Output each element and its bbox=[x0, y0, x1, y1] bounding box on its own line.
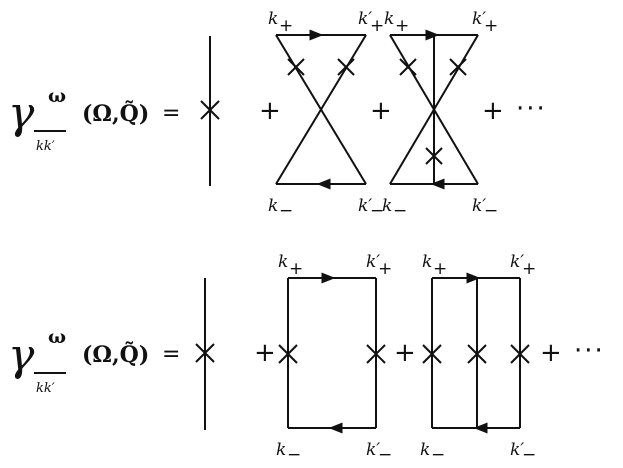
ladder-diagram-2 bbox=[422, 272, 530, 434]
label-k-minus-2: k bbox=[382, 196, 392, 216]
label-kprime-minus-2: k′ bbox=[510, 440, 524, 460]
label-k-plus-2: k bbox=[422, 252, 432, 272]
omega-superscript: ω bbox=[48, 326, 66, 348]
plus-sign-1: + bbox=[254, 338, 276, 368]
gamma-symbol: γ bbox=[8, 330, 35, 381]
svg-text:−: − bbox=[378, 445, 392, 465]
svg-text:+: + bbox=[522, 259, 536, 279]
lhs-arguments: (Ω,Q̃) bbox=[82, 342, 149, 368]
svg-text:+: + bbox=[378, 259, 392, 279]
label-k-plus: k bbox=[268, 9, 278, 29]
label-k-minus: k bbox=[276, 440, 286, 460]
bare-vertex-term bbox=[195, 278, 215, 430]
plus-sign-1: + bbox=[259, 96, 281, 126]
label-k-minus-2: k bbox=[420, 440, 430, 460]
plus-sign-3: + bbox=[540, 338, 562, 368]
plus-sign-2: + bbox=[394, 338, 416, 368]
label-k-plus-2: k bbox=[384, 9, 394, 29]
kk-subscript: kk′ bbox=[36, 139, 55, 154]
svg-text:−: − bbox=[279, 201, 293, 221]
svg-text:−: − bbox=[287, 445, 301, 465]
bowtie-diagram-1 bbox=[275, 29, 367, 190]
label-k-plus: k bbox=[278, 252, 288, 272]
equation-1: γ ω kk′ (Ω,Q̃) = + k + k′ + k bbox=[8, 9, 547, 221]
label-kprime-minus-2: k′ bbox=[472, 196, 486, 216]
equals-sign: = bbox=[162, 101, 180, 126]
svg-text:+: + bbox=[279, 16, 293, 36]
label-kprime-plus-2: k′ bbox=[510, 252, 524, 272]
svg-text:−: − bbox=[370, 201, 384, 221]
bowtie-diagram-2 bbox=[389, 29, 479, 190]
svg-text:+: + bbox=[289, 259, 303, 279]
gamma-symbol: γ bbox=[8, 88, 35, 139]
svg-text:+: + bbox=[395, 16, 409, 36]
label-kprime-plus: k′ bbox=[358, 9, 372, 29]
svg-text:+: + bbox=[484, 16, 498, 36]
kk-subscript: kk′ bbox=[36, 381, 55, 396]
label-kprime-plus: k′ bbox=[366, 252, 380, 272]
plus-sign-2: + bbox=[370, 96, 392, 126]
omega-superscript: ω bbox=[48, 85, 66, 107]
svg-text:−: − bbox=[431, 445, 445, 465]
plus-sign-3: + bbox=[482, 96, 504, 126]
equals-sign: = bbox=[162, 342, 180, 367]
svg-text:+: + bbox=[370, 16, 384, 36]
svg-text:+: + bbox=[433, 259, 447, 279]
svg-text:−: − bbox=[393, 201, 407, 221]
lhs-arguments: (Ω,Q̃) bbox=[82, 101, 149, 127]
bare-vertex-term bbox=[200, 36, 220, 186]
svg-text:−: − bbox=[484, 201, 498, 221]
label-kprime-minus: k′ bbox=[366, 440, 380, 460]
ladder-diagram-1 bbox=[278, 272, 386, 434]
label-k-minus: k bbox=[268, 196, 278, 216]
equation-2: γ ω kk′ (Ω,Q̃) = + k + k′ + k bbox=[8, 252, 605, 465]
label-kprime-minus: k′ bbox=[358, 196, 372, 216]
svg-text:−: − bbox=[522, 445, 536, 465]
ellipsis: ··· bbox=[516, 94, 547, 124]
ellipsis: ··· bbox=[574, 336, 605, 366]
label-kprime-plus-2: k′ bbox=[472, 9, 486, 29]
